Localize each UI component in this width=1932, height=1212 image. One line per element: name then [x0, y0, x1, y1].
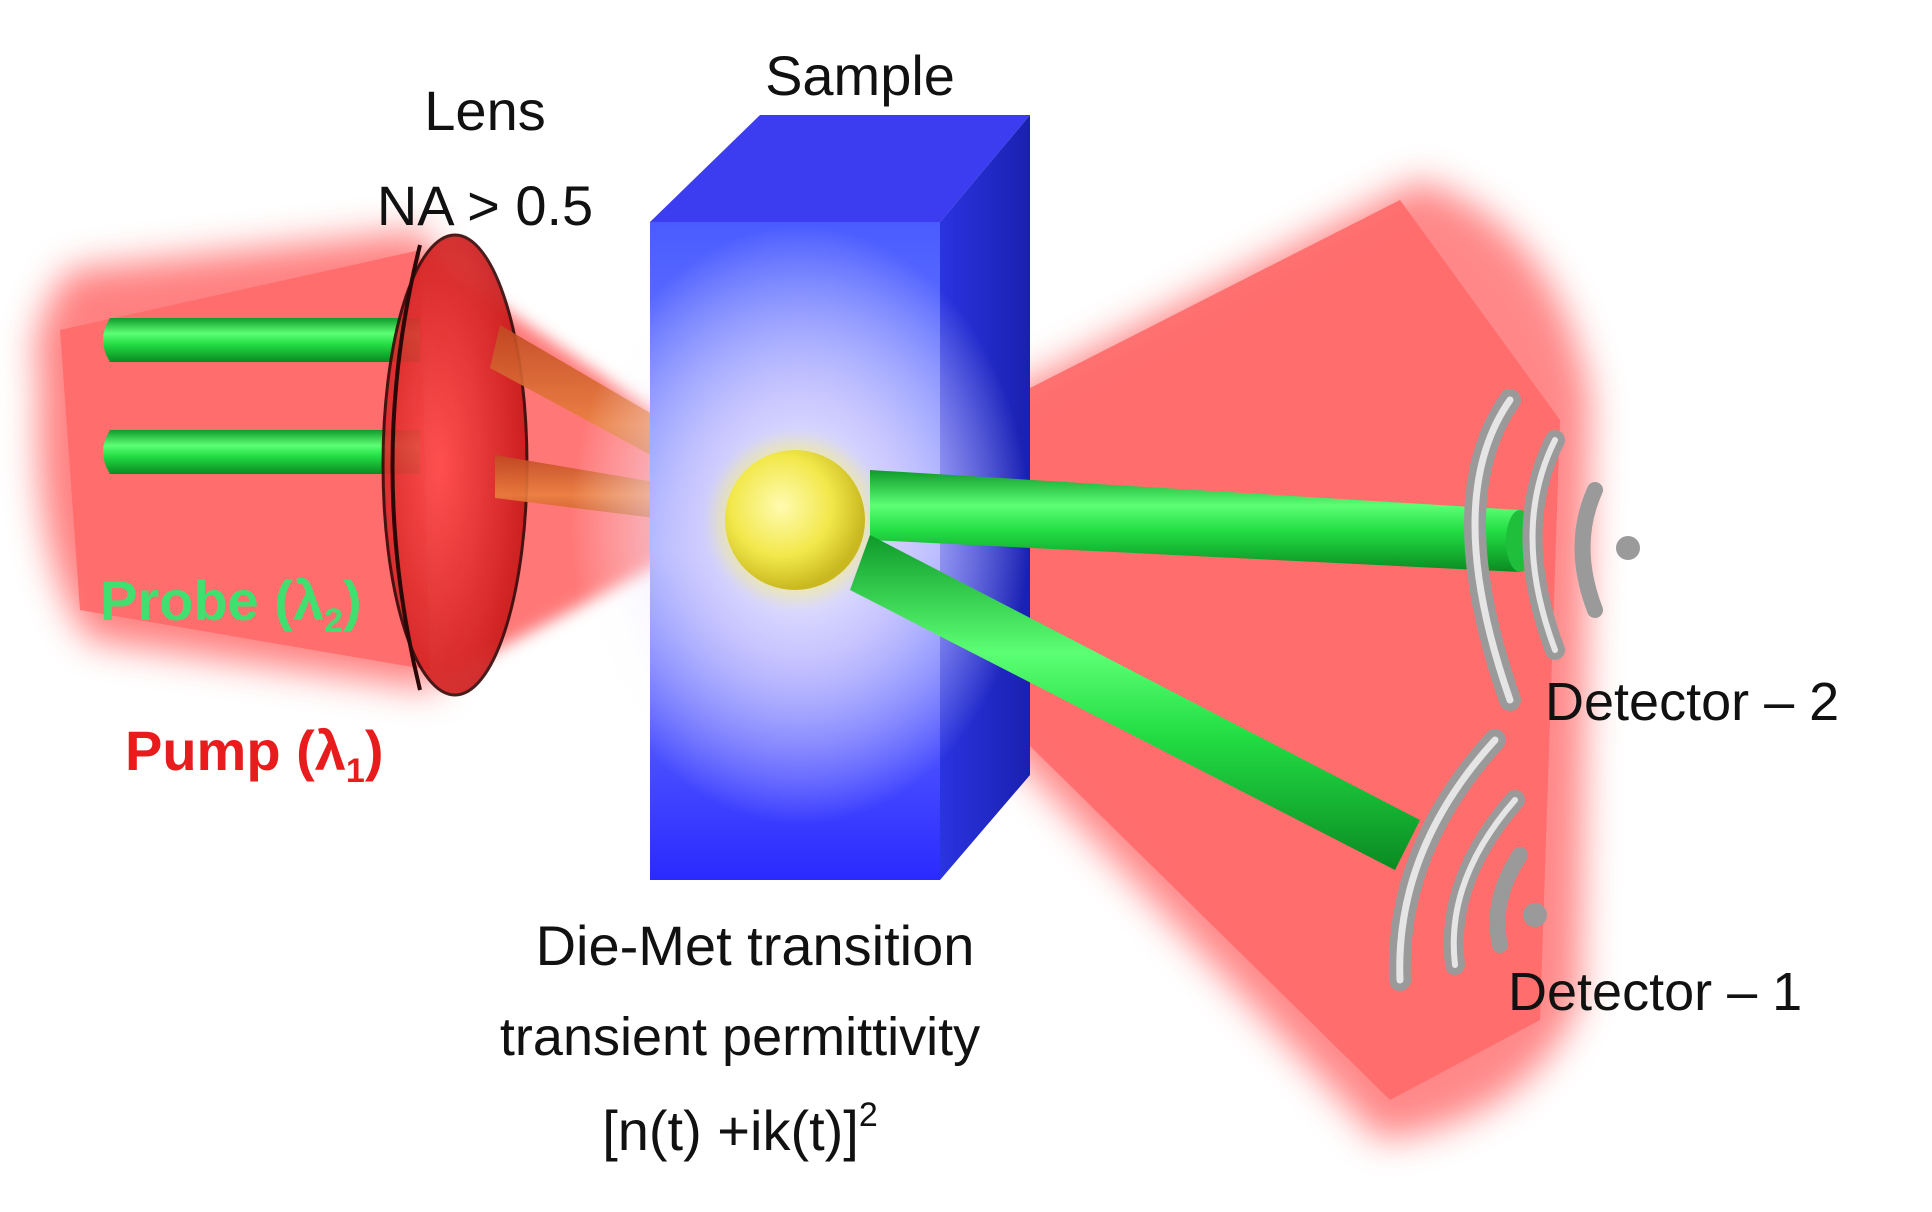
lens-na-label: NA > 0.5	[377, 174, 593, 237]
detector-1-label: Detector – 1	[1508, 962, 1802, 1022]
outgoing-probe-beam-1	[850, 535, 1420, 870]
sample-label: Sample	[765, 44, 955, 107]
lens-title: Lens	[424, 79, 545, 142]
nanoparticle	[715, 440, 875, 600]
permittivity-formula: [n(t) +ik(t)]2	[602, 1096, 878, 1162]
transition-label-line2: transient permittivity	[500, 1007, 980, 1067]
probe-label: Probe (λ2)	[100, 569, 362, 640]
detector-2-icon	[1464, 389, 1640, 711]
detector-2-label: Detector – 2	[1545, 672, 1839, 732]
detector-1-icon	[1388, 729, 1547, 991]
transition-label-line1: Die-Met transition	[536, 914, 975, 977]
incoming-probe-beams	[103, 318, 420, 474]
pump-label: Pump (λ1)	[125, 719, 384, 790]
